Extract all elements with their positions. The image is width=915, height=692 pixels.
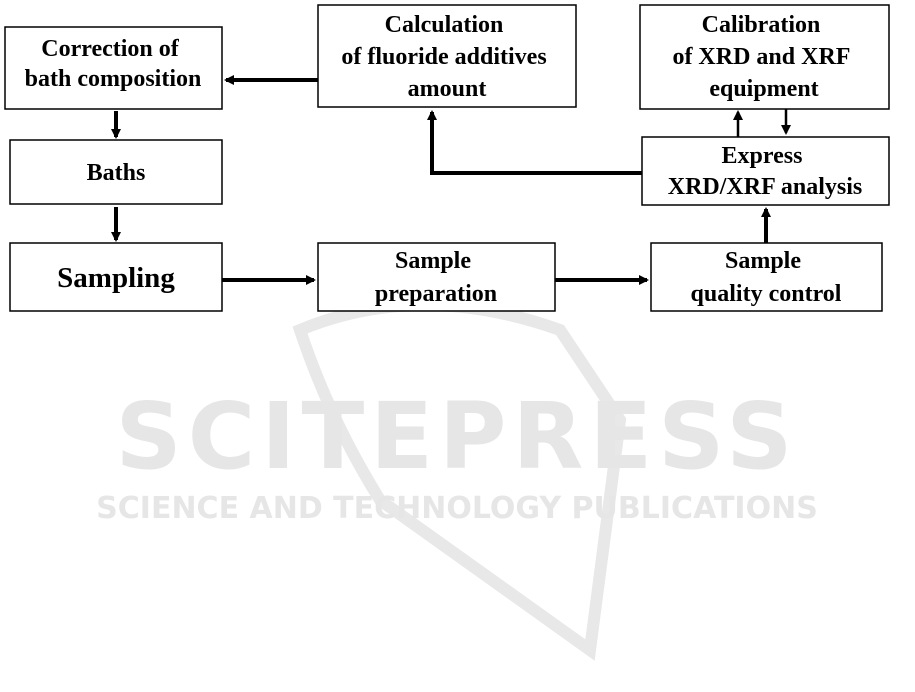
box-calculation: Calculation of fluoride additives amount xyxy=(318,5,576,107)
box-preparation-line-2: preparation xyxy=(375,281,497,307)
svg-text:Baths: Baths xyxy=(87,160,146,186)
svg-text:Sampling: Sampling xyxy=(57,262,175,294)
box-correction: Correction of bath composition xyxy=(5,27,222,109)
box-sampling-line-1: Sampling xyxy=(57,262,175,294)
box-express-line-1: Express xyxy=(722,143,803,169)
watermark: SCITEPRESS SCIENCE AND TECHNOLOGY PUBLIC… xyxy=(96,305,818,650)
box-quality-line-2: quality control xyxy=(691,281,842,307)
box-calibration: Calibration of XRD and XRF equipment xyxy=(640,5,889,109)
box-preparation: Sample preparation xyxy=(318,243,555,311)
box-quality: Sample quality control xyxy=(651,243,882,311)
arrow-express-to-calculation xyxy=(432,112,642,173)
box-calculation-line-3: amount xyxy=(408,76,487,102)
box-correction-line-1: Correction of xyxy=(41,36,180,62)
box-calculation-line-1: Calculation xyxy=(385,12,504,38)
watermark-title: SCITEPRESS xyxy=(115,383,798,490)
box-preparation-line-1: Sample xyxy=(395,248,471,274)
box-calculation-line-2: of fluoride additives xyxy=(341,44,546,70)
box-baths-line-1: Baths xyxy=(87,160,146,186)
box-calibration-line-1: Calibration xyxy=(702,12,821,38)
box-calibration-line-3: equipment xyxy=(709,76,818,102)
box-correction-line-2: bath composition xyxy=(25,66,202,92)
box-baths: Baths xyxy=(10,140,222,204)
box-sampling: Sampling xyxy=(10,243,222,311)
box-express-line-2: XRD/XRF analysis xyxy=(668,174,862,200)
watermark-subtitle: SCIENCE AND TECHNOLOGY PUBLICATIONS xyxy=(96,491,818,526)
box-quality-line-1: Sample xyxy=(725,248,801,274)
box-calibration-line-2: of XRD and XRF xyxy=(672,44,849,70)
box-express: Express XRD/XRF analysis xyxy=(642,137,889,205)
